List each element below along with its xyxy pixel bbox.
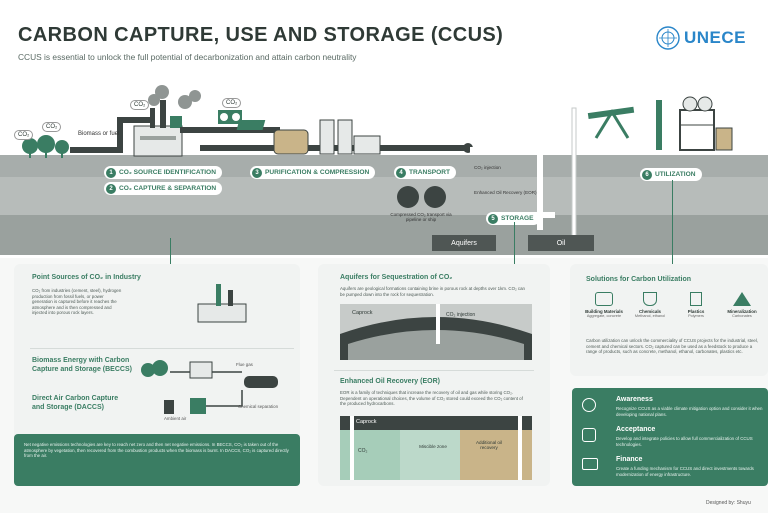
zone-co2-label: CO₂ [358, 448, 368, 454]
page-title: CARBON CAPTURE, USE AND STORAGE (CCUS) [18, 24, 504, 46]
sources-footer-text: Net negative emissions technologies are … [24, 442, 289, 459]
page-subtitle: CCUS is essential to unlock the full pot… [18, 52, 357, 62]
acceptance-icon [582, 428, 596, 442]
logo-text: UNECE [684, 28, 747, 47]
flue-gas-label: Flue gas [236, 362, 253, 367]
mineral-icon [733, 292, 751, 306]
divider [30, 348, 294, 349]
pipeline-icon [397, 186, 419, 208]
co2-tag: CO₂ [42, 122, 62, 132]
connector-line [170, 238, 171, 264]
caprock2-label: Caprock [356, 419, 377, 425]
ccus-scene-illustration [22, 85, 733, 239]
utilization-items: Building Materials Aggregate, concrete C… [582, 292, 764, 318]
transport-note: Compressed CO₂ transport via pipeline or… [390, 212, 452, 222]
rock-layer [0, 215, 768, 255]
co2-tag: CO₂ [222, 98, 242, 108]
bottle-icon [690, 292, 702, 306]
utilization-title: Solutions for Carbon Utilization [586, 276, 691, 283]
eor-diagram [340, 416, 532, 480]
utilization-panel: Solutions for Carbon Utilization Buildin… [570, 264, 768, 376]
ambient-air-label: Ambient air [164, 416, 187, 421]
daccs-title: Direct Air Carbon Capture and Storage (D… [32, 395, 119, 411]
oil-pump-icon [571, 106, 635, 239]
policy-panel: Awareness Recognize CCUS as a viable cli… [572, 388, 768, 486]
finance-title: Finance [616, 456, 643, 463]
aquifers-reservoir: Aquifers [432, 235, 496, 251]
sources-title: Point Sources of CO₂ in Industry [32, 274, 141, 281]
beccs-title: Biomass Energy with Carbon Capture and S… [32, 357, 132, 373]
un-logo: UNECE [656, 26, 746, 50]
industry-icon [197, 284, 247, 323]
factory-icon [133, 100, 183, 157]
divider [334, 370, 534, 371]
eor-label: Enhanced Oil Recovery (EOR) [474, 190, 537, 195]
acceptance-title: Acceptance [616, 426, 656, 433]
utilization-item: Chemicals Methanol, ethanol [628, 292, 672, 318]
chemical-separation-label: Chemical separation [238, 404, 279, 409]
wheelbarrow-icon [595, 292, 613, 306]
co2-tag: CO₂ [14, 130, 34, 140]
zone-oil-label: Additional oil recovery [475, 440, 503, 450]
solar-panel-icon [236, 120, 266, 130]
designer-credit: Designed by: Shuyu [706, 500, 751, 506]
finance-text: Create a funding mechanism for CCUS and … [616, 466, 754, 477]
co2-injection-label: CO₂ injection [474, 165, 501, 170]
utilization-item: Mineralization Carbonates [720, 292, 764, 318]
utilization-item: Plastics Polymers [674, 292, 718, 318]
eor-text: EOR is a family of techniques that incre… [340, 390, 523, 407]
finance-icon [582, 458, 598, 470]
oil-reservoir: Oil [528, 235, 594, 251]
biomass-label: Biomass or fuel [78, 131, 120, 137]
purification-plant-icon [273, 119, 381, 155]
aquifers-title: Aquifers for Sequestration of CO₂ [340, 274, 453, 281]
acceptance-text: Develop and integrate policies to allow … [616, 436, 753, 447]
aquifers-text: Aquifers are geological formations conta… [340, 286, 525, 297]
trees-icon [22, 135, 69, 158]
eor-title: Enhanced Oil Recovery (EOR) [340, 378, 440, 385]
beccs-daccs-diagram [141, 360, 278, 414]
awareness-text: Recognize CCUS as a viable climate mitig… [616, 406, 763, 417]
connector-line [514, 222, 515, 264]
capture-unit-icon [218, 110, 242, 124]
utilization-item: Building Materials Aggregate, concrete [582, 292, 626, 318]
sources-text: CO₂ from industries (cement, steel), hyd… [32, 288, 122, 316]
co2-injection-label: CO₂ injection [446, 312, 476, 318]
co2-tag: CO₂ [130, 100, 150, 110]
awareness-title: Awareness [616, 396, 653, 403]
awareness-icon [582, 398, 596, 412]
utilization-text: Carbon utilization can unlock the commer… [586, 338, 759, 355]
storage-panel: Aquifers for Sequestration of CO₂ Aquife… [318, 264, 550, 486]
caprock-label: Caprock [352, 310, 373, 316]
un-emblem-icon [656, 26, 680, 50]
zone-miscible-label: Miscible zone [419, 444, 447, 449]
flask-icon [643, 292, 657, 306]
refinery-icon [656, 96, 733, 151]
sources-footer-box: Net negative emissions technologies are … [14, 434, 300, 486]
connector-line [672, 180, 673, 264]
ship-icon [424, 186, 446, 208]
aquifer-diagram [340, 304, 532, 360]
